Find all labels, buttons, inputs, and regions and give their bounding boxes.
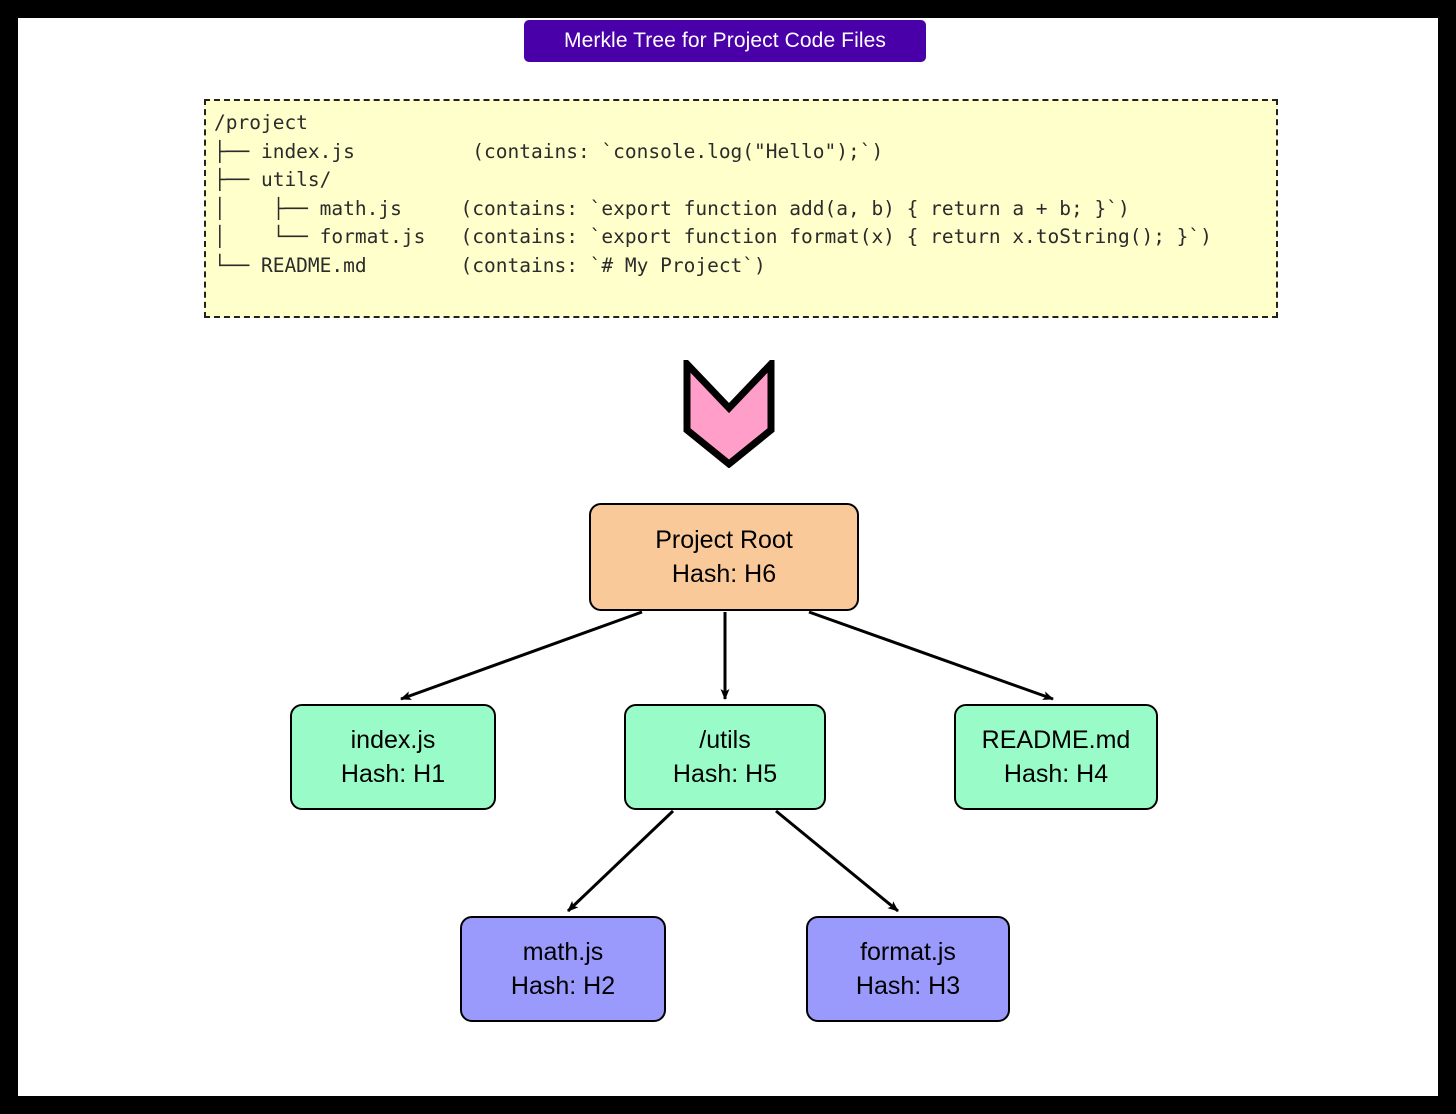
edge-root-to-index-js [400,610,643,701]
edge-utils-to-math-js [566,809,675,913]
project-tree-listing-text: /project ├── index.js (contains: `consol… [214,111,1212,277]
edge-root-to-readme-md [808,610,1054,701]
diagram-canvas: Merkle Tree for Project Code Files /proj… [18,18,1438,1096]
node-math-js-hash: Hash: H2 [510,972,616,1000]
node-math-js[interactable]: math.js Hash: H2 [460,916,666,1022]
node-utils-name: /utils [699,726,751,754]
project-tree-listing: /project ├── index.js (contains: `consol… [204,99,1278,318]
node-math-js-name: math.js [522,938,604,966]
node-utils[interactable]: /utils Hash: H5 [624,704,826,810]
node-utils-hash: Hash: H5 [672,760,778,788]
page-title-label: Merkle Tree for Project Code Files [563,29,886,52]
node-readme-md[interactable]: README.md Hash: H4 [954,704,1158,810]
node-project-root-name: Project Root [655,526,793,554]
node-project-root[interactable]: Project Root Hash: H6 [589,503,859,611]
node-format-js-hash: Hash: H3 [855,972,961,1000]
node-index-js-hash: Hash: H1 [340,760,446,788]
node-project-root-hash: Hash: H6 [671,560,777,588]
node-readme-md-name: README.md [981,726,1131,754]
node-readme-md-hash: Hash: H4 [1003,760,1109,788]
page-title: Merkle Tree for Project Code Files [524,20,926,62]
chevron-down-arrow-icon [683,360,775,468]
edge-utils-to-format-js [775,809,899,913]
node-format-js[interactable]: format.js Hash: H3 [806,916,1010,1022]
node-index-js-name: index.js [350,726,436,754]
node-format-js-name: format.js [860,938,956,966]
node-index-js[interactable]: index.js Hash: H1 [290,704,496,810]
